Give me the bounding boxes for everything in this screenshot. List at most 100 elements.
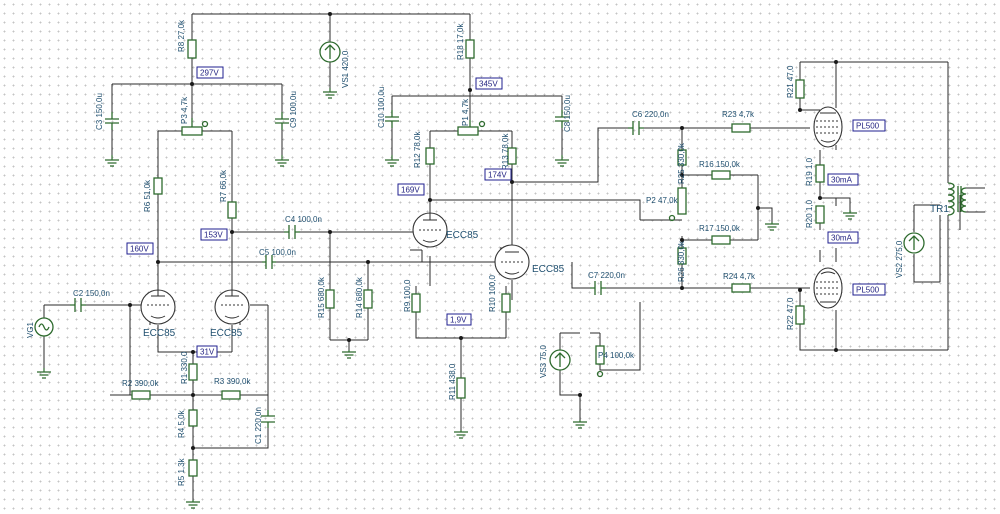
ground-icon (454, 430, 468, 439)
label-r18: R18 17,0k (456, 23, 465, 60)
svg-text:345V: 345V (479, 80, 498, 89)
voltage-source-vs2 (903, 232, 925, 254)
potentiometer-p4 (595, 345, 605, 378)
ground-icon (37, 368, 51, 379)
readout-160v: 160V (126, 242, 154, 255)
capacitor-c10 (385, 110, 399, 128)
resistor-r1 (188, 363, 198, 381)
resistor-r26 (677, 247, 687, 265)
resistor-r2 (131, 390, 151, 400)
ground-icon (342, 350, 356, 359)
tube-ecc85-3 (412, 212, 448, 248)
svg-text:31V: 31V (200, 348, 215, 357)
label-vg1: VG1 (26, 321, 35, 338)
transformer-tr1 (947, 182, 985, 216)
capacitor-c4 (284, 225, 300, 239)
tube-ecc85-1 (140, 289, 176, 325)
ground-icon (843, 210, 857, 220)
label-r16: R16 150,0k (699, 160, 741, 169)
label-p2: P2 47,0k (646, 196, 679, 205)
label-vs2: VS2 275,0 (895, 240, 904, 278)
capacitor-c1 (261, 410, 275, 428)
svg-text:297V: 297V (200, 69, 219, 78)
readout-30ma-2: 30mA (827, 231, 859, 244)
potentiometer-p2 (668, 187, 687, 222)
tube-label-2: ECC85 (210, 328, 243, 339)
tube-ecc85-2 (214, 289, 250, 325)
ground-icon (765, 222, 779, 231)
resistor-r12 (425, 147, 435, 165)
label-r7: R7 66,0k (219, 169, 228, 202)
label-c2: C2 150,0n (73, 289, 110, 298)
resistor-r7 (227, 201, 237, 219)
readout-345v: 345V (475, 77, 503, 90)
resistors (131, 39, 825, 477)
readout-297v: 297V (196, 66, 224, 79)
label-r21: R21 47,0 (786, 65, 795, 98)
ground-icon (275, 155, 289, 167)
capacitor-c8 (555, 110, 569, 128)
readout-153v: 153V (200, 228, 228, 241)
label-r23: R23 4,7k (722, 110, 755, 119)
capacitor-c7 (590, 281, 606, 295)
label-r20: R20 1,0 (805, 199, 814, 228)
readout-pl500-1: PL500 (852, 119, 886, 132)
label-p1: P1 4,7k (461, 98, 470, 126)
capacitor-c5 (262, 255, 276, 269)
tube-ecc85-4 (494, 244, 530, 280)
label-c4: C4 100,0n (285, 215, 322, 224)
potentiometer-p3 (181, 118, 209, 136)
potentiometers (181, 118, 687, 378)
ground-icon (573, 420, 587, 429)
resistor-r14 (363, 289, 373, 309)
component-labels: R8 27,0k VS1 420,0 R18 17,0k C3 150,0u P… (26, 19, 949, 486)
resistor-r13 (507, 147, 517, 165)
tubes (140, 106, 843, 325)
label-r14: R14 680,0k (355, 276, 364, 318)
readout-30ma-1: 30mA (827, 173, 859, 186)
label-vs1: VS1 420,0 (341, 50, 350, 88)
label-r19: R19 1,0 (805, 157, 814, 186)
resistor-r9 (411, 293, 421, 313)
readout-169v: 169V (397, 183, 425, 196)
resistor-r21 (795, 79, 805, 99)
label-r6: R6 51,0k (143, 179, 152, 212)
svg-text:30mA: 30mA (831, 176, 853, 185)
label-vs3: VS3 75,0 (539, 345, 548, 378)
resistor-r16 (711, 170, 731, 180)
capacitor-c9 (275, 112, 289, 130)
label-c6: C6 220,0n (632, 110, 669, 119)
svg-text:174V: 174V (488, 171, 507, 180)
potentiometer-p1 (457, 120, 486, 136)
resistor-r18 (465, 39, 475, 59)
label-tr1: TR1 (930, 204, 949, 215)
ground-icon (105, 155, 119, 167)
label-r15: R15 680,0k (317, 276, 326, 318)
resistor-r20 (815, 205, 825, 224)
voltage-source-vs1 (319, 41, 341, 63)
capacitor-c3 (105, 112, 119, 130)
label-r11: R11 438,0 (448, 363, 457, 400)
ground-icon (555, 155, 569, 167)
resistor-r24 (731, 283, 751, 293)
label-r2: R2 390,0k (122, 379, 159, 388)
readout-pl500-2: PL500 (852, 283, 886, 296)
junctions (128, 12, 838, 450)
label-r1: R1 330,0 (180, 351, 189, 384)
resistor-r3 (221, 390, 241, 400)
resistor-r23 (731, 123, 751, 133)
tube-pl500-1 (813, 106, 843, 148)
voltage-source-vs3 (549, 349, 571, 371)
label-p3: P3 4,7k (180, 96, 189, 124)
readout-174v: 174V (484, 168, 512, 181)
label-c1: C1 220,0n (254, 407, 263, 444)
tube-pl500-2 (813, 267, 843, 309)
resistor-r4 (188, 409, 198, 427)
tube-label-4: ECC85 (532, 264, 565, 275)
ground-icon (323, 88, 337, 99)
resistor-r22 (795, 305, 805, 325)
label-r26: R26 330,0k (677, 240, 686, 282)
label-c7: C7 220,0n (588, 271, 625, 280)
label-r24: R24 4,7k (723, 272, 756, 281)
svg-text:160V: 160V (130, 245, 149, 254)
